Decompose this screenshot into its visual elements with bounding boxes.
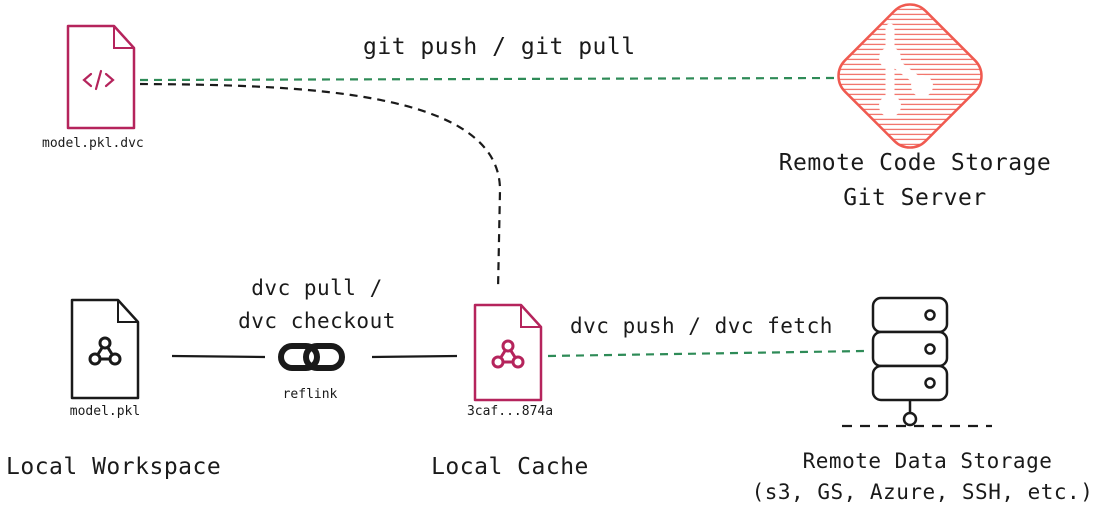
git-server-icon (837, 3, 983, 149)
workspace-file-icon (70, 298, 140, 400)
dvc-file-to-cache-connector (139, 82, 502, 291)
local-cache-title: Local Cache (431, 454, 589, 480)
git-server-title: Remote Code Storage (778, 150, 1052, 176)
git-server-subtitle: Git Server (843, 185, 987, 211)
workspace-to-link-connector (171, 354, 266, 359)
workspace-file-name: model.pkl (69, 404, 141, 419)
dvc-pull-label: dvc pull / (251, 276, 383, 300)
cache-file-name: 3caf...874a (466, 404, 554, 419)
cache-file-icon (473, 303, 543, 402)
link-to-cache-connector (371, 354, 458, 359)
dvc-file-icon (66, 24, 136, 130)
git-sync-connector (139, 76, 836, 82)
dvc-push-connector (547, 349, 866, 358)
local-workspace-title: Local Workspace (6, 454, 222, 480)
database-icon (842, 296, 992, 428)
data-storage-title: Remote Data Storage (802, 449, 1053, 473)
reflink-chain-icon (278, 343, 345, 371)
dvc-file-name: model.pkl.dvc (42, 136, 144, 151)
dvc-push-label: dvc push / dvc fetch (570, 314, 833, 338)
dvc-checkout-label: dvc checkout (238, 309, 396, 333)
git-sync-label: git push / git pull (363, 34, 636, 60)
data-storage-subtitle: (s3, GS, Azure, SSH, etc.) (751, 480, 1094, 504)
reflink-label: reflink (282, 387, 338, 402)
